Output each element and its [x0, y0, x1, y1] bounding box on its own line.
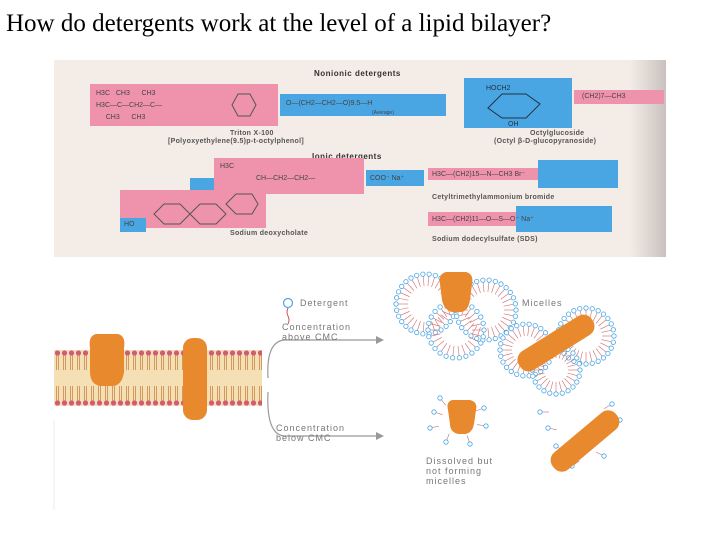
membrane-protein-u-shape [89, 334, 125, 386]
octylglucoside-name: Octylglucoside [530, 130, 585, 137]
sds-hydrophobic-block [428, 212, 516, 226]
triton-name: Triton X-100 [230, 130, 274, 137]
triton-hydrophobic-block [90, 84, 278, 126]
micelles-label: Micelles [522, 298, 563, 308]
triton-tail-structure-3: CH3 CH3 [96, 114, 146, 121]
sds-formula: H3C—(CH2)11—O—S—O⁻ Na⁺ [432, 216, 534, 223]
arrow-below-cmc [267, 391, 384, 440]
below-cmc-line2: below CMC [276, 433, 332, 443]
free-detergent-cluster-1 [427, 395, 489, 447]
dissolved-line1: Dissolved but [426, 456, 493, 466]
octylglucoside-tail: (CH2)7—CH3 [582, 93, 626, 100]
slide-title: How do detergents work at the level of a… [6, 10, 552, 37]
dissolved-line3: micelles [426, 476, 467, 486]
ctab-hydrophobic-block [428, 168, 538, 180]
triton-tail-structure-2: H3C—C—CH2—C— [96, 102, 163, 109]
svg-text:OH: OH [508, 121, 519, 126]
dissolved-rod-protein [550, 410, 620, 472]
detergent-structures-figure: Nonionic detergents H3C CH3 CH3 H3C—C—CH… [54, 60, 666, 257]
octylglucoside-description: (Octyl β-D-glucopyranoside) [494, 138, 597, 145]
sds-name: Sodium dodecylsulfate (SDS) [432, 236, 538, 243]
deoxycholate-hydrophobic-top [214, 158, 364, 194]
arrow-above-cmc [267, 336, 384, 379]
deoxycholate-ho-block [120, 218, 146, 232]
deoxycholate-oh-block [190, 178, 214, 190]
above-cmc-line1: Concentration [282, 322, 351, 332]
triton-tail-structure: H3C CH3 CH3 [96, 90, 156, 97]
ctab-hydrophilic-block [538, 160, 618, 188]
triton-description: [Polyoxyethylene(9.5)p-t-octylphenol] [168, 138, 304, 145]
ctab-formula: H3C—(CH2)15—N—CH3 Br⁻ [432, 171, 526, 178]
steroid-rings-icon [153, 193, 259, 225]
triton-formula: O—(CH2—CH2—O)9.5—H [286, 100, 373, 107]
deoxycholate-headgroup: COO⁻ Na⁺ [370, 175, 405, 182]
deoxycholate-name: Sodium deoxycholate [230, 230, 309, 237]
dissolved-line2: not forming [426, 466, 482, 476]
deoxycholate-side-chain: H3C [220, 163, 235, 170]
detergent-symbol-icon [282, 297, 294, 325]
ctab-name: Cetyltrimethylammonium bromide [432, 194, 555, 201]
svg-text:HOCH2: HOCH2 [486, 85, 511, 92]
below-cmc-line1: Concentration [276, 423, 345, 433]
solubilized-rod-protein [517, 314, 595, 372]
deoxycholate-ho: HO [124, 221, 135, 228]
membrane-protein-transmembrane [183, 338, 207, 420]
dissolved-u-protein [447, 400, 477, 434]
deoxycholate-headgroup-block [366, 170, 424, 186]
triton-hydrophilic-block [280, 94, 446, 116]
octylglucoside-hydrophilic-block [464, 78, 572, 128]
solubilized-u-protein [439, 272, 473, 312]
glucose-ring-icon: HOCH2 OH [486, 85, 541, 126]
ionic-heading: Ionic detergents [312, 152, 382, 161]
octylglucoside-hydrophobic-block [574, 90, 664, 104]
detergent-label: Detergent [300, 298, 349, 308]
deoxycholate-side-chain-2: CH—CH2—CH2— [256, 175, 316, 182]
above-cmc-line2: above CMC [282, 332, 339, 342]
sds-hydrophilic-block [516, 206, 612, 232]
benzene-ring-icon [231, 93, 257, 117]
triton-average-note: (Average) [372, 110, 394, 116]
nonionic-heading: Nonionic detergents [314, 69, 401, 78]
lipid-bilayer [54, 345, 262, 411]
